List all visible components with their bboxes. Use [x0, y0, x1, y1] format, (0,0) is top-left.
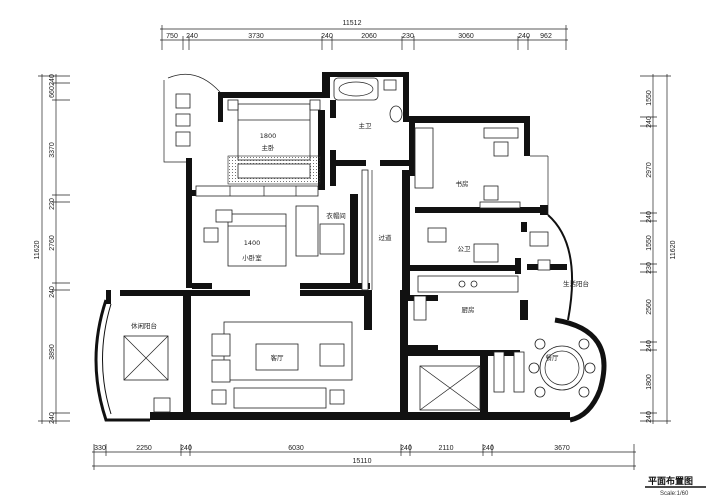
bottom-dim-seg: 330	[94, 445, 106, 452]
top-dim-seg: 2060	[361, 33, 377, 40]
master-bed	[237, 103, 311, 161]
bottom-dimension-chain: 330 2250 240 6030 240 2110 240 3670 1511…	[92, 444, 636, 470]
bottom-dim-seg: 6030	[288, 445, 304, 452]
right-dim-seg: 2970	[646, 162, 653, 178]
walls	[106, 72, 570, 420]
kitchen-label: 厨房	[462, 305, 475, 314]
bottom-dim-seg: 240	[400, 445, 412, 452]
top-dim-seg: 3730	[248, 33, 264, 40]
top-dim-seg: 230	[402, 33, 414, 40]
left-dim-seg: 240	[49, 412, 56, 424]
bottom-dim-seg: 240	[180, 445, 192, 452]
master-bed-size: 1800	[260, 132, 277, 140]
top-dimension-chain: 11512 750 240 3730 240 2060 230 3060 240…	[160, 20, 568, 50]
cloakroom-label: 衣帽间	[326, 211, 346, 220]
master-bath-label: 主卫	[359, 121, 373, 130]
hallway-label: 过道	[379, 233, 393, 242]
right-dim-seg: 240	[646, 411, 653, 423]
bottom-dim-seg: 2110	[438, 445, 453, 452]
left-dim-seg: 3370	[49, 142, 56, 158]
left-dim-seg: 660	[49, 86, 56, 98]
right-total-dim: 11620	[670, 240, 677, 259]
right-dim-seg: 2560	[646, 299, 653, 315]
bathtub	[333, 77, 379, 101]
top-dim-seg: 3060	[458, 33, 474, 40]
curved-walls	[94, 73, 607, 423]
bottom-total-dim: 15110	[353, 458, 372, 465]
right-dim-seg: 1550	[646, 90, 653, 106]
top-dim-seg: 240	[321, 33, 333, 40]
top-dim-seg: 962	[540, 33, 552, 40]
right-dim-seg: 240	[646, 211, 653, 223]
top-dim-seg: 240	[518, 33, 530, 40]
left-dim-seg: 240	[49, 74, 56, 86]
furniture	[123, 77, 596, 413]
top-dim-seg: 750	[166, 33, 178, 40]
left-total-dim: 11620	[34, 240, 41, 259]
left-dim-seg: 2760	[49, 235, 56, 251]
left-dim-seg: 3890	[49, 344, 56, 360]
left-dimension-chain: 11620 240 660 3370 220 2760 240 3890 240	[34, 74, 70, 424]
left-dim-seg: 220	[49, 198, 56, 210]
left-dim-seg: 240	[49, 286, 56, 298]
guest-bed	[227, 213, 287, 267]
top-dim-seg: 240	[186, 33, 198, 40]
guest-bed-size: 1400	[244, 239, 261, 247]
bottom-dim-seg: 240	[482, 445, 494, 452]
bottom-dim-seg: 2250	[136, 445, 152, 452]
living-balcony-label: 休闲阳台	[131, 321, 157, 330]
drawing-title-block: 平面布置图 Scale:1/60	[645, 475, 706, 497]
master-bedroom-label: 主卧	[262, 143, 276, 152]
right-dim-seg: 240	[646, 340, 653, 352]
right-dim-seg: 240	[646, 116, 653, 128]
top-total-dim: 11512	[343, 20, 362, 27]
guest-bedroom-label: 小卧室	[242, 253, 262, 262]
service-balcony-label: 生活阳台	[563, 279, 589, 288]
drawing-scale: Scale:1/60	[660, 491, 689, 497]
drawing-title: 平面布置图	[648, 475, 693, 487]
study-label: 书房	[456, 179, 469, 188]
right-dim-seg: 1550	[646, 235, 653, 251]
room-labels: 主卧 1800 主卫 书房 衣帽间 过道 公卫 厨房 生活阳台 1400 小卧室…	[131, 121, 589, 362]
dining-room-label: 餐厅	[546, 353, 560, 362]
living-room-label: 客厅	[271, 353, 285, 362]
right-dimension-chain: 1550 240 2970 240 1550 230 2560 240 1800…	[640, 74, 677, 424]
right-dim-seg: 1800	[646, 374, 653, 390]
right-dim-seg: 230	[646, 262, 653, 274]
dining-table	[539, 345, 585, 391]
bottom-dim-seg: 3670	[554, 445, 570, 452]
guest-bath-label: 公卫	[458, 245, 472, 253]
